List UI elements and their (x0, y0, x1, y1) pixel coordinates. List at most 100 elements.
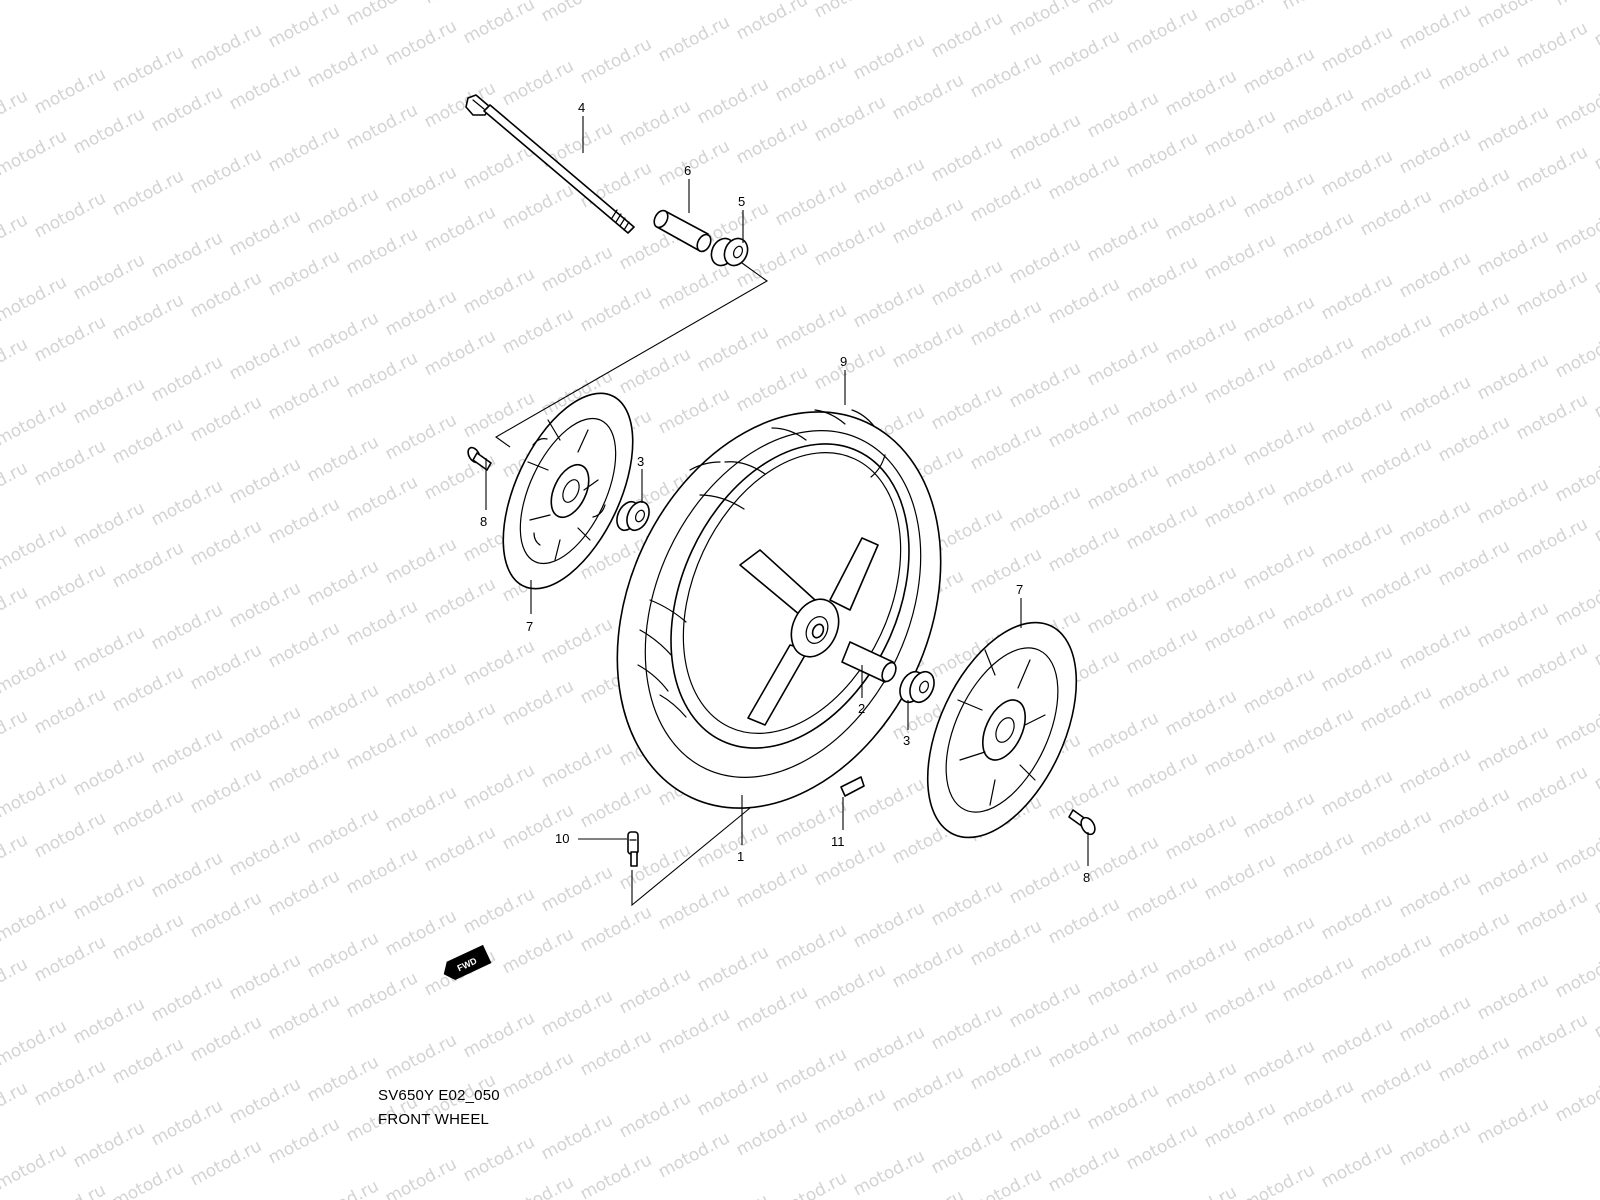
watermark-text: motod.ru (928, 380, 1006, 434)
watermark-text: motod.ru (1162, 314, 1240, 368)
watermark-text: motod.ru (1045, 1142, 1123, 1196)
watermark-text: motod.ru (265, 1114, 343, 1168)
watermark-text: motod.ru (31, 932, 109, 986)
watermark-text: motod.ru (1279, 580, 1357, 634)
watermark-text: motod.ru (148, 1096, 226, 1150)
callout-4: 4 (578, 100, 585, 115)
watermark-text: motod.ru (1279, 332, 1357, 386)
watermark-text: motod.ru (304, 928, 382, 982)
watermark-text: motod.ru (1513, 390, 1591, 444)
watermark-text: motod.ru (0, 520, 70, 574)
watermark-text: motod.ru (1357, 1054, 1435, 1108)
watermark-text: motod.ru (1552, 204, 1600, 258)
watermark-text: motod.ru (0, 582, 31, 636)
watermark-text: motod.ru (1201, 1098, 1279, 1152)
watermark-text: motod.ru (226, 950, 304, 1004)
watermark-text: motod.ru (1201, 0, 1279, 36)
watermark-text: motod.ru (733, 0, 811, 44)
brake-disc-right-part (926, 621, 1078, 839)
watermark-text: motod.ru (382, 16, 460, 70)
watermark-text: motod.ru (850, 898, 928, 952)
watermark-text: motod.ru (1396, 1116, 1474, 1170)
watermark-text: motod.ru (0, 706, 31, 760)
watermark-text: motod.ru (1396, 372, 1474, 426)
watermark-text: motod.ru (460, 140, 538, 194)
watermark-text: motod.ru (1357, 558, 1435, 612)
watermark-text: motod.ru (1279, 208, 1357, 262)
watermark-text: motod.ru (1084, 956, 1162, 1010)
watermark-text: motod.ru (1318, 890, 1396, 944)
watermark-text: motod.ru (1084, 0, 1162, 18)
watermark-text: motod.ru (1006, 978, 1084, 1032)
watermark-text: motod.ru (538, 862, 616, 916)
watermark-text: motod.ru (1201, 974, 1279, 1028)
watermark-text: motod.ru (70, 250, 148, 304)
forward-direction-badge: FWD (443, 944, 492, 980)
watermark-text: motod.ru (1435, 412, 1513, 466)
watermark-text: motod.ru (1084, 460, 1162, 514)
bearing-left-part (616, 500, 650, 532)
watermark-text: motod.ru (1591, 244, 1600, 298)
watermark-text: motod.ru (694, 942, 772, 996)
watermark-text: motod.ru (1240, 1036, 1318, 1090)
watermark-text: motod.ru (889, 1062, 967, 1116)
watermark-text: motod.ru (1240, 292, 1318, 346)
watermark-text: motod.ru (1474, 598, 1552, 652)
watermark-text: motod.ru (31, 560, 109, 614)
watermark-text: motod.ru (70, 498, 148, 552)
watermark-text: motod.ru (1045, 26, 1123, 80)
watermark-text: motod.ru (1474, 1094, 1552, 1148)
watermark-text: motod.ru (1591, 368, 1600, 422)
watermark-text: motod.ru (1435, 288, 1513, 342)
watermark-text: motod.ru (1474, 474, 1552, 528)
watermark-text: motod.ru (1006, 482, 1084, 536)
watermark-text: motod.ru (1084, 88, 1162, 142)
watermark-text: motod.ru (70, 104, 148, 158)
watermark-text: motod.ru (460, 636, 538, 690)
watermark-text: motod.ru (226, 826, 304, 880)
watermark-text: motod.ru (421, 202, 499, 256)
watermark-text: motod.ru (31, 312, 109, 366)
watermark-text: motod.ru (343, 596, 421, 650)
watermark-text: motod.ru (694, 1066, 772, 1120)
watermark-text: motod.ru (187, 144, 265, 198)
watermark-text: motod.ru (538, 242, 616, 296)
watermark-text: motod.ru (1357, 434, 1435, 488)
watermark-text: motod.ru (1396, 992, 1474, 1046)
watermark-text: motod.ru (382, 534, 460, 588)
watermark-text: motod.ru (382, 286, 460, 340)
watermark-text: motod.ru (616, 964, 694, 1018)
watermark-text: motod.ru (577, 34, 655, 88)
watermark-text: motod.ru (499, 304, 577, 358)
watermark-text: motod.ru (1240, 664, 1318, 718)
wheel-spoke (829, 537, 879, 611)
watermark-text: motod.ru (1123, 500, 1201, 554)
watermark-text: motod.ru (1357, 806, 1435, 860)
watermark-text: motod.ru (70, 746, 148, 800)
watermark-text: motod.ru (1279, 1076, 1357, 1130)
watermark-text: motod.ru (1162, 190, 1240, 244)
watermark-text: motod.ru (1162, 562, 1240, 616)
watermark-text: motod.ru (1552, 0, 1600, 10)
watermark-text: motod.ru (1396, 620, 1474, 674)
callout-6: 6 (684, 163, 691, 178)
watermark-text: motod.ru (772, 52, 850, 106)
watermark-text: motod.ru (1318, 270, 1396, 324)
disc-bolt-right-part (1068, 809, 1096, 836)
watermark-text: motod.ru (1474, 226, 1552, 280)
watermark-text: motod.ru (460, 1008, 538, 1062)
watermark-text: motod.ru (1552, 576, 1600, 630)
watermark-text: motod.ru (343, 720, 421, 774)
watermark-text: motod.ru (928, 132, 1006, 186)
watermark-text: motod.ru (1123, 872, 1201, 926)
watermark-text: motod.ru (265, 618, 343, 672)
watermark-text: motod.ru (148, 228, 226, 282)
watermark-text: motod.ru (1318, 766, 1396, 820)
watermark-text: motod.ru (1045, 398, 1123, 452)
watermark-text: motod.ru (304, 556, 382, 610)
watermark-text: motod.ru (1201, 850, 1279, 904)
watermark-text: motod.ru (1591, 492, 1600, 546)
watermark-text: motod.ru (1240, 44, 1318, 98)
watermark-text: motod.ru (187, 516, 265, 570)
watermark-text: motod.ru (0, 1016, 70, 1070)
